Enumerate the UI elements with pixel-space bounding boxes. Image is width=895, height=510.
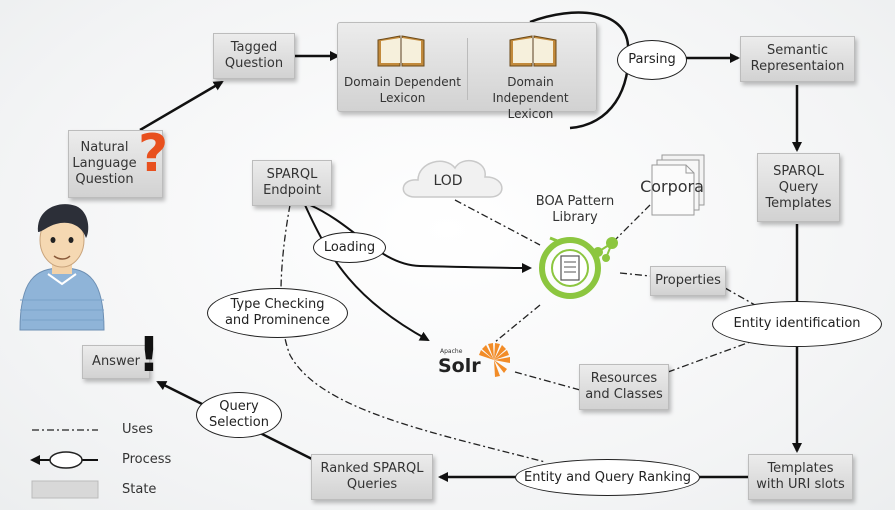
natural-language-question: Natural Language Question	[68, 130, 163, 198]
entity-and-query-ranking-process: Entity and Query Ranking	[515, 459, 700, 496]
loading-process: Loading	[313, 232, 386, 263]
entity-identification-process: Entity identification	[712, 301, 882, 347]
ranked-sparql-queries: Ranked SPARQL Queries	[311, 454, 433, 500]
tagged-question: Tagged Question	[213, 33, 295, 79]
lexicon-divider	[467, 38, 468, 100]
corpora-pages-icon	[651, 154, 705, 216]
boa-logo-icon	[539, 236, 618, 299]
semantic-representation: Semantic Representaion	[740, 36, 855, 82]
uses-corpora-boa	[609, 204, 651, 246]
book-icon-independent	[508, 32, 558, 72]
corpora-label: Corpora	[640, 177, 704, 196]
uses-resources-entity	[667, 341, 751, 373]
uses-lod-boa	[454, 199, 541, 246]
lod-label: LOD	[433, 173, 463, 189]
domain-independent-lexicon: Domain Independent Lexicon	[492, 75, 569, 121]
solr-small-label: Apache	[440, 348, 463, 355]
edge-endpoint-to-solr	[304, 204, 430, 341]
boa-pattern-library-label: BOA Pattern Library	[535, 194, 615, 225]
uses-boa-properties	[619, 272, 651, 277]
type-checking-process: Type Checking and Prominence	[207, 288, 348, 338]
resources-and-classes: Resources and Classes	[579, 364, 669, 410]
lod-cloud-icon	[402, 159, 503, 198]
uses-properties-entity	[724, 287, 756, 306]
legend-process-ellipse	[49, 451, 83, 469]
uses-endpoint-to-ranking	[280, 204, 546, 463]
legend-state-label: State	[122, 482, 157, 497]
edge-question-to-tagged	[139, 80, 224, 132]
sparql-endpoint: SPARQL Endpoint	[252, 160, 332, 206]
legend-process-label: Process	[122, 452, 172, 467]
book-icon-dependent	[376, 32, 426, 72]
sparql-query-templates: SPARQL Query Templates	[757, 153, 840, 222]
templates-with-uri-slots: Templates with URI slots	[748, 454, 853, 500]
uses-boa-solr	[494, 304, 541, 343]
parsing-process: Parsing	[617, 40, 687, 80]
legend-state-box	[31, 480, 99, 499]
answer-box: Answer	[82, 345, 150, 379]
user-avatar	[19, 204, 105, 331]
question-mark-icon: ?	[138, 124, 169, 184]
legend-uses-label: Uses	[122, 422, 154, 437]
query-selection-process: Query Selection	[196, 392, 282, 438]
properties-box: Properties	[650, 266, 726, 296]
solr-logo-label: Solr	[438, 355, 481, 377]
solr-sun-icon	[479, 343, 510, 377]
edge-endpoint-to-boa	[309, 204, 532, 273]
exclamation-mark-icon: !	[138, 327, 160, 383]
uses-solr-resources	[514, 371, 581, 391]
domain-dependent-lexicon: Domain Dependent Lexicon	[344, 75, 461, 105]
